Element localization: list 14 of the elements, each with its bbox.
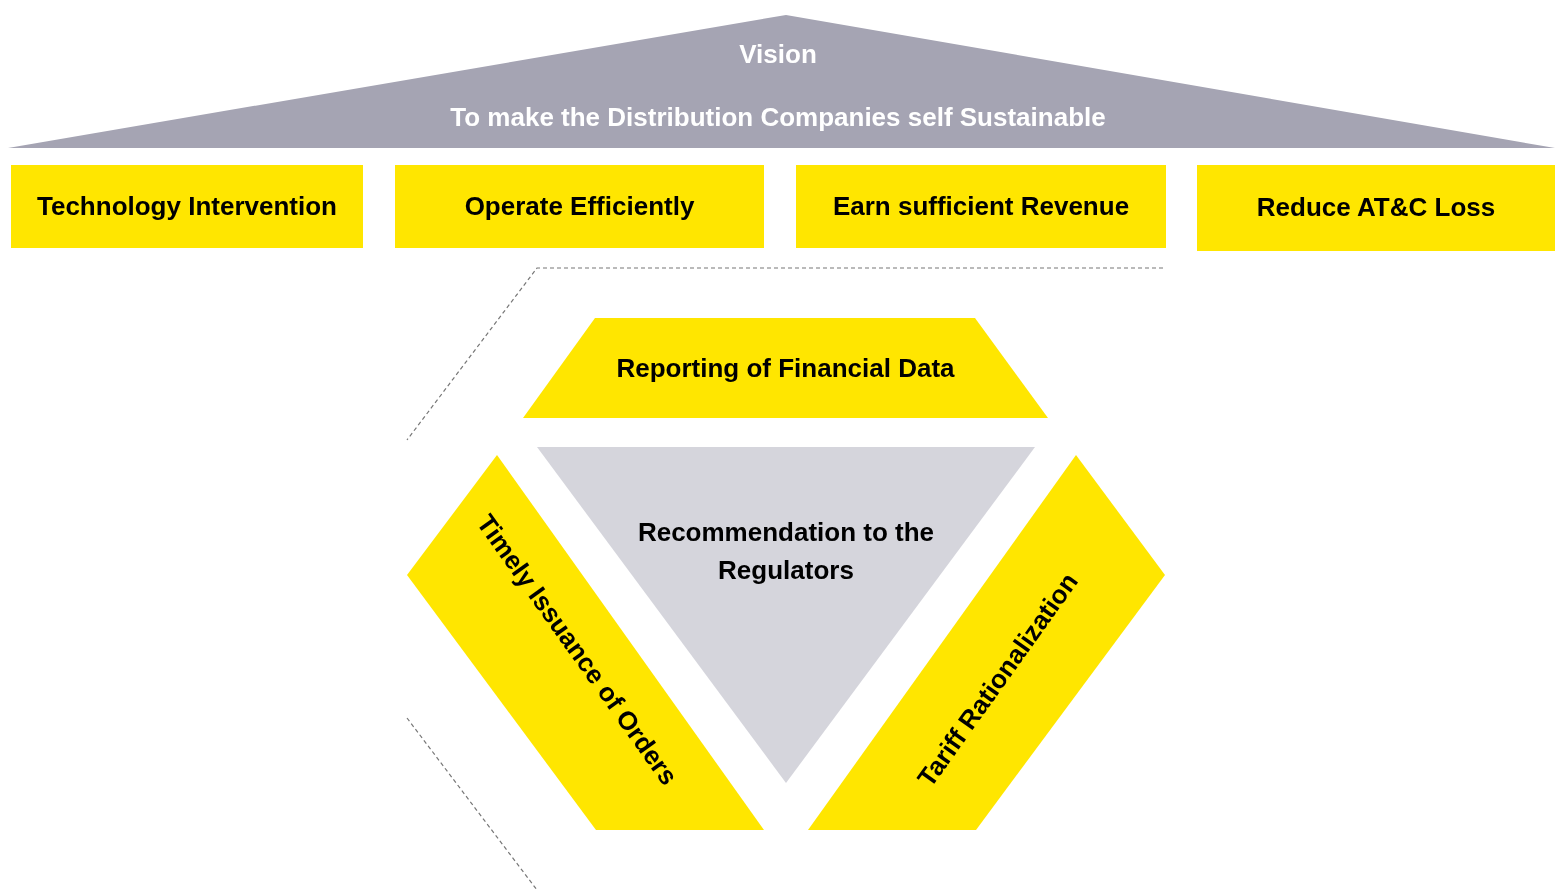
trapezoid-block xyxy=(523,318,1048,418)
pillar-box xyxy=(395,165,764,248)
block-label: Recommendation to the Regulators xyxy=(636,516,936,587)
vision-statement: To make the Distribution Companies self Sustainable xyxy=(450,101,1106,135)
pillar-box xyxy=(11,165,363,248)
block-label: Reporting of Financial Data xyxy=(616,352,955,386)
block-label: Technology Intervention xyxy=(37,191,337,222)
block-label: Operate Efficiently xyxy=(464,189,695,223)
block-label: Reduce AT&C Loss xyxy=(1256,191,1496,225)
pillar-box xyxy=(796,165,1166,248)
roof-banner xyxy=(8,15,1555,148)
block-label: Earn sufficient Revenue xyxy=(832,189,1130,223)
pillar-box xyxy=(1197,165,1555,251)
vision-heading: Vision xyxy=(739,38,817,71)
